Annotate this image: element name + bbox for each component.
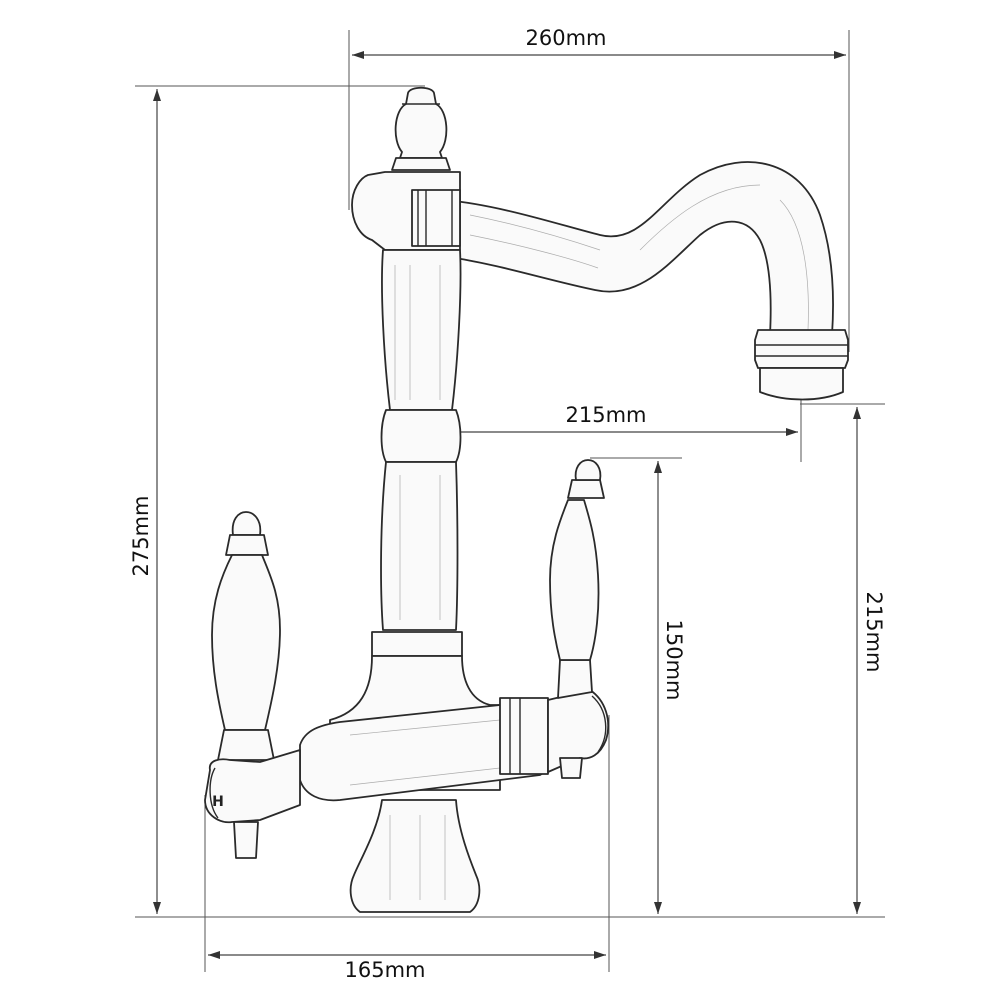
spout-texture	[639, 184, 761, 251]
column-collar	[371, 631, 463, 657]
faucet-illustration: H	[204, 86, 849, 913]
right-valve-rim	[591, 695, 607, 753]
hot-mark: H	[212, 794, 224, 810]
right-handle-collar	[567, 479, 605, 499]
arrow-head	[594, 951, 606, 959]
label-215mm-horizontal: 215mm	[566, 403, 647, 427]
arrow-head	[654, 902, 662, 914]
label-215mm-vertical: 215mm	[862, 592, 886, 673]
arrow-head	[834, 51, 846, 59]
label-165mm: 165mm	[345, 958, 426, 982]
label-275mm: 275mm	[129, 496, 153, 577]
spout	[444, 161, 834, 336]
label-150mm: 150mm	[662, 620, 686, 701]
top-finial	[394, 86, 448, 159]
right-valve-cap	[547, 689, 610, 773]
left-lower-stem	[233, 821, 259, 859]
left-handle	[211, 554, 281, 731]
arrow-head	[208, 951, 220, 959]
spout-texture	[779, 199, 809, 331]
mixer-end-right	[499, 697, 549, 775]
left-valve-cap	[204, 749, 301, 824]
mixer-texture	[349, 767, 501, 786]
spout-outlet-tip	[759, 367, 844, 401]
spout-texture	[469, 214, 601, 251]
mixer-texture	[349, 719, 501, 736]
spout-texture	[469, 234, 599, 269]
spout-outlet	[754, 329, 849, 369]
finial-collar	[391, 157, 451, 171]
column-ring	[380, 409, 462, 463]
right-lower-stem	[559, 757, 583, 779]
column-lower	[380, 461, 459, 631]
column-upper	[381, 249, 462, 411]
label-260mm: 260mm	[526, 26, 607, 50]
right-handle	[549, 499, 600, 661]
right-handle-tip	[574, 459, 602, 481]
left-valve-rim	[209, 767, 219, 819]
arrow-head	[153, 902, 161, 914]
arrow-head	[786, 428, 798, 436]
left-handle-tip	[231, 511, 262, 536]
arrow-head	[853, 407, 861, 419]
right-handle-stem	[557, 659, 593, 699]
faucet-base	[349, 799, 481, 913]
arrow-head	[153, 89, 161, 101]
arrow-head	[853, 902, 861, 914]
arrow-head	[352, 51, 364, 59]
left-handle-stem	[217, 729, 275, 761]
arrow-head	[654, 461, 662, 473]
swivel-ring	[411, 189, 461, 247]
left-handle-collar	[225, 534, 269, 556]
dimension-labels: 260mm 215mm 165mm 275mm 150mm 215mm	[129, 26, 886, 982]
